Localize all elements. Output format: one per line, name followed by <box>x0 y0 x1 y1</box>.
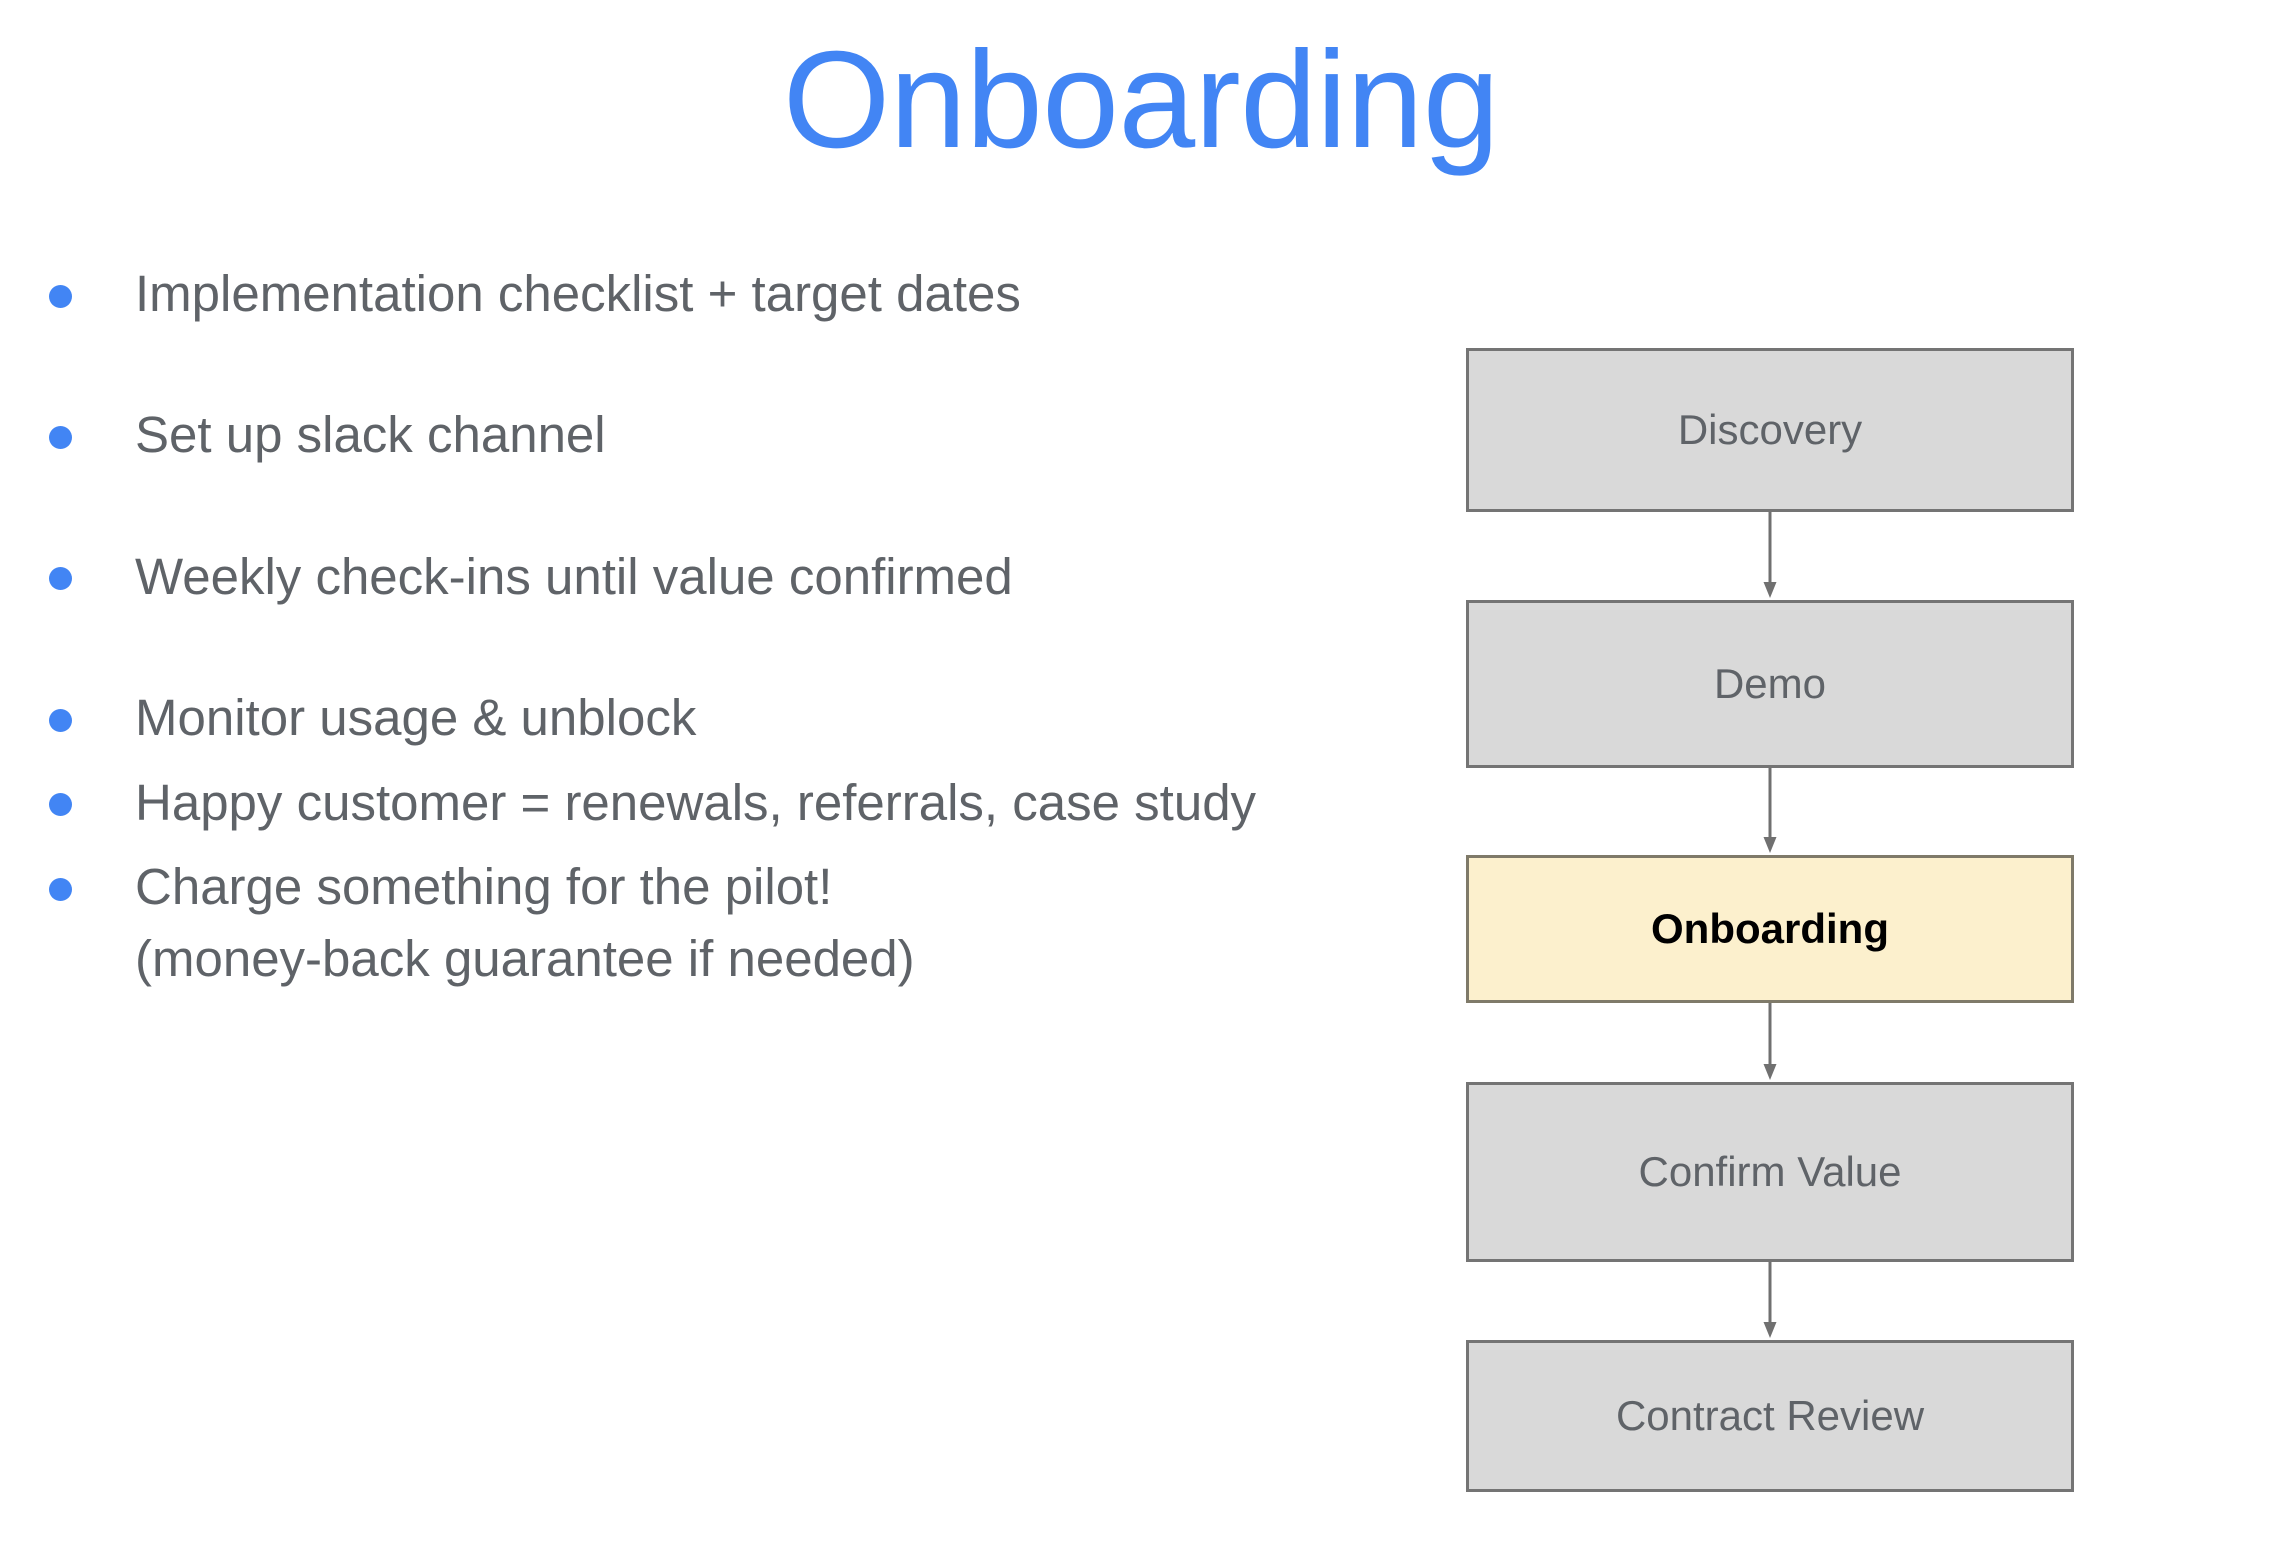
list-item: Set up slack channel <box>40 399 1370 471</box>
list-item-label: Monitor usage & unblock <box>135 689 697 747</box>
flow-node-label: Contract Review <box>1615 1392 1925 1439</box>
bullet-dot-icon <box>49 425 72 449</box>
list-item: Implementation checklist + target dates <box>40 258 1370 330</box>
flow-node-label: Onboarding <box>1651 905 1889 952</box>
list-item: Happy customer = renewals, referrals, ca… <box>40 767 1370 839</box>
flow-node-label: Discovery <box>1677 406 1863 453</box>
page-title: Onboarding <box>782 23 1500 177</box>
flow-node-label: Demo <box>1713 660 1827 707</box>
list-item-label: Happy customer = renewals, referrals, ca… <box>135 773 1257 831</box>
list-item-label: Charge something for the pilot! (money-b… <box>135 858 915 988</box>
flow-arrow-confirm-value-to-contract-review <box>1762 1262 1778 1340</box>
flow-node-contract-review[interactable]: Contract Review <box>1466 1340 2074 1492</box>
flow-node-demo[interactable]: Demo <box>1466 600 2074 768</box>
flow-arrow-discovery-to-demo <box>1762 512 1778 600</box>
bullet-dot-icon <box>49 567 72 591</box>
flow-arrow-demo-to-onboarding <box>1762 768 1778 855</box>
list-item-label: Set up slack channel <box>135 406 606 464</box>
flow-node-onboarding[interactable]: Onboarding <box>1466 855 2074 1003</box>
bullet-dot-icon <box>49 284 72 308</box>
list-item: Weekly check-ins until value confirmed <box>40 541 1370 613</box>
process-flowchart: Discovery Demo Onboarding Confirm Value <box>1466 348 2074 1494</box>
flow-node-confirm-value[interactable]: Confirm Value <box>1466 1082 2074 1262</box>
flow-node-discovery[interactable]: Discovery <box>1466 348 2074 512</box>
list-item-label: Weekly check-ins until value confirmed <box>135 547 1013 605</box>
flow-arrow-onboarding-to-confirm-value <box>1762 1003 1778 1082</box>
list-item: Monitor usage & unblock <box>40 682 1370 754</box>
flow-node-label: Confirm Value <box>1638 1148 1902 1195</box>
bullet-dot-icon <box>49 708 72 732</box>
bullet-list: Implementation checklist + target dates … <box>40 258 1370 996</box>
bullet-dot-icon <box>49 793 72 817</box>
list-item-label: Implementation checklist + target dates <box>135 265 1021 322</box>
bullet-dot-icon <box>49 877 72 901</box>
list-item: Charge something for the pilot! (money-b… <box>40 851 1370 996</box>
